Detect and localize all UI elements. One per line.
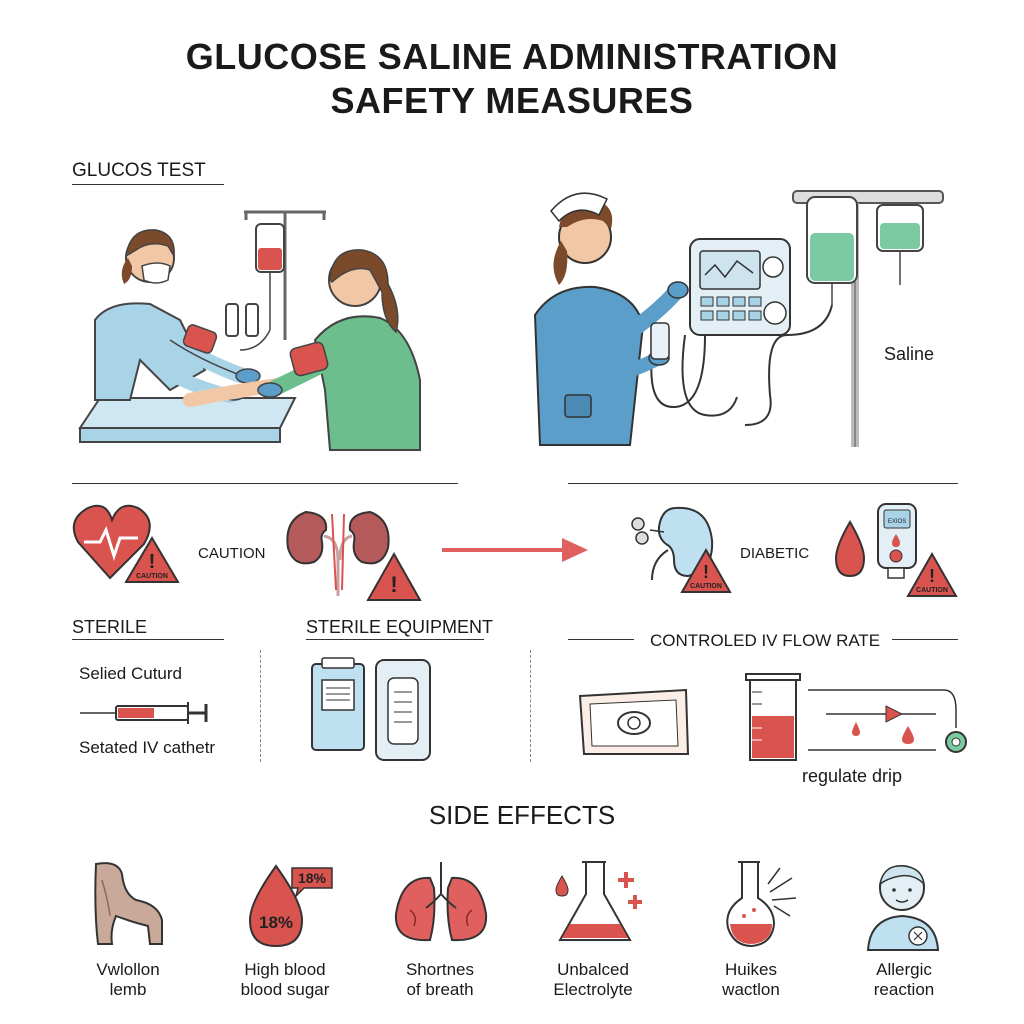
sterile-package-large-icon: [375, 659, 431, 761]
sterile-equipment-header: STERILE EQUIPMENT: [306, 617, 494, 637]
svg-text:!: !: [703, 562, 709, 582]
svg-text:!: !: [149, 551, 156, 573]
flask-icon: [555, 861, 642, 941]
svg-text:CAUTION: CAUTION: [690, 583, 722, 590]
infusion-pump-icon: [689, 238, 791, 336]
regulate-drip-label: regulate drip: [802, 766, 903, 786]
svg-text:!: !: [390, 572, 397, 597]
warning-triangle-icon: ! CAUTION: [906, 551, 958, 597]
blood-bag-icon: [239, 223, 285, 351]
warning-triangle-icon: ! CAUTION: [124, 536, 180, 583]
svg-text:CAUTION: CAUTION: [916, 587, 948, 594]
svg-text:18%: 18%: [259, 913, 293, 932]
svg-text:EXIOS: EXIOS: [888, 519, 906, 525]
flask-burst-icon: [726, 861, 797, 948]
diabetic-label: DIABETIC: [740, 545, 810, 562]
kidneys-icon: !: [286, 510, 422, 601]
blood-drop-icon: 18% 18%: [248, 864, 333, 948]
flow-rate-rule-right: [892, 639, 958, 640]
side-effects-header: SIDE EFFECTS: [428, 800, 616, 830]
saline-bag-large-icon: [806, 196, 858, 305]
sterile-packages-icon: [311, 657, 431, 761]
svg-text:18%: 18%: [298, 870, 327, 886]
sterile-header: STERILE: [72, 617, 148, 637]
caution-label: CAUTION: [198, 545, 266, 562]
glucose-test-underline: [72, 184, 224, 185]
glucose-test-header: GLUCOS TEST: [72, 160, 206, 181]
sealed-cutured-label: Selied Cuturd: [79, 664, 183, 683]
kidney-organ-icon: ! CAUTION: [631, 506, 732, 593]
heart-icon: ! CAUTION: [72, 504, 180, 583]
controlled-flow-header: CONTROLED IV FLOW RATE: [650, 631, 881, 650]
syringe-icon: [80, 702, 208, 724]
percentage-badge-icon: 18%: [291, 867, 333, 899]
drip-regulator-icon: [808, 689, 967, 753]
blood-drop-glucometer-icon: EXIOS ! CAUTION: [834, 503, 958, 597]
infusion-pump-scene-illustration: [533, 190, 944, 447]
warning-triangle-icon: ! CAUTION: [680, 547, 732, 593]
divider-right: [568, 483, 958, 484]
warning-triangle-icon: !: [366, 551, 422, 601]
svg-text:!: !: [929, 566, 935, 586]
arrow-right-icon: [442, 538, 588, 562]
svg-text:CAUTION: CAUTION: [136, 573, 168, 580]
dressing-pad-icon: [578, 688, 690, 755]
page-title-line2: SAFETY MEASURES: [330, 80, 694, 121]
flow-rate-rule-left: [568, 639, 634, 640]
glucose-test-scene-illustration: [78, 210, 421, 451]
saline-label: Saline: [884, 344, 935, 364]
page-title-line1: GLUCOSE SALINE ADMINISTRATION: [185, 36, 839, 77]
measuring-cylinder-icon: [745, 673, 801, 761]
dashed-separator-2: [530, 650, 531, 762]
lungs-icon: [394, 862, 488, 942]
person-rash-icon: [866, 865, 940, 951]
glucometer-icon: EXIOS: [877, 503, 917, 579]
sterile-package-small-icon: [311, 657, 365, 751]
divider-left: [72, 483, 458, 484]
flow-rate-illustration: [578, 673, 967, 761]
sterile-underline: [72, 639, 224, 640]
iv-catheter-label: Setated IV cathetr: [79, 738, 216, 757]
dashed-separator-1: [260, 650, 261, 762]
saline-bag-small-icon: [876, 204, 924, 285]
sterile-equipment-underline: [306, 639, 484, 640]
swollen-limb-icon: [94, 862, 163, 945]
